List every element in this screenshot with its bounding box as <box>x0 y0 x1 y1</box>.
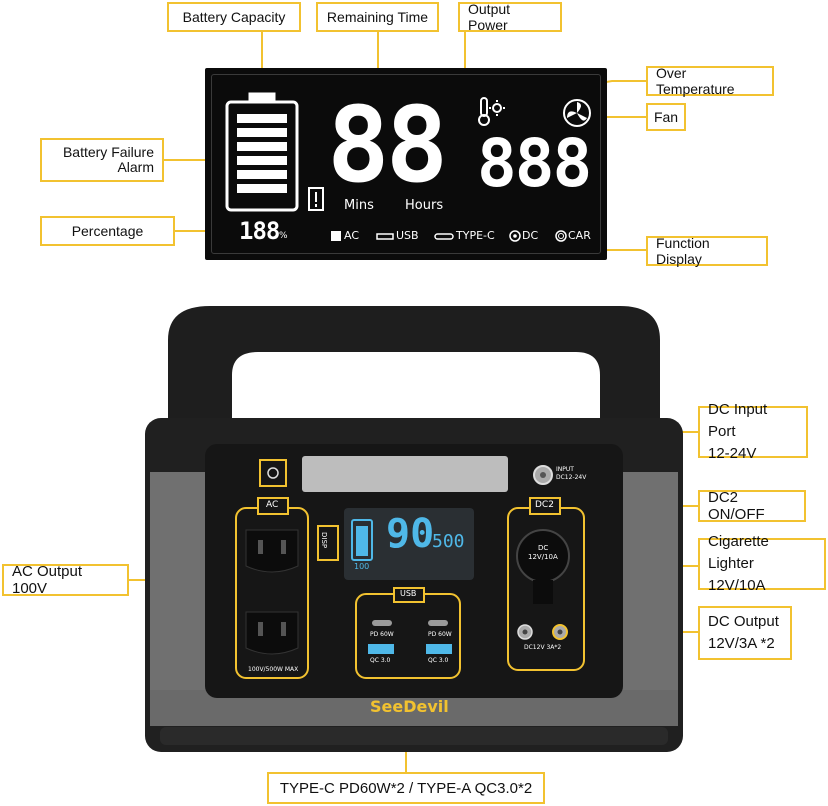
battery-capacity-text: Battery Capacity <box>182 9 286 25</box>
battery-failure-icon <box>308 187 324 211</box>
remaining-time-label: Remaining Time <box>316 2 439 32</box>
fan-label: Fan <box>646 103 686 131</box>
fan-icon <box>563 99 591 127</box>
dc-socket-label-2: 12V/10A <box>528 553 558 561</box>
input-label-2: DC12-24V <box>556 474 587 481</box>
screen-time: 90 <box>386 511 435 557</box>
dc-output-text-2: 12V/3A *2 <box>708 635 775 652</box>
lcd-inner-border <box>211 74 601 254</box>
dc-input-text-1: DC Input Port <box>708 401 768 440</box>
battery-failure-alarm-label: Battery Failure Alarm <box>40 138 164 182</box>
dc-input-port-label: DC Input Port 12-24V <box>698 401 808 462</box>
usb-icon <box>376 233 394 240</box>
dc2-onoff-text: DC2 ON/OFF <box>708 489 765 523</box>
dc-input-text-2: 12-24V <box>708 445 757 462</box>
power-digits: 888 <box>477 125 592 202</box>
qc-right-label: QC 3.0 <box>428 657 449 664</box>
cig-text-2: 12V/10A <box>708 577 766 594</box>
screen-pct: 100 <box>354 562 370 571</box>
qc-left-label: QC 3.0 <box>370 657 391 664</box>
function-display-label: Function Display <box>646 235 768 267</box>
dc-out-label: DC12V 3A*2 <box>524 644 562 651</box>
ac-button-label: AC <box>266 500 279 510</box>
dc2-onoff-label: DC2 ON/OFF <box>698 489 806 523</box>
brand-logo: SeeDevil <box>370 697 449 716</box>
ac-max-label: 100V/500W MAX <box>248 666 299 673</box>
ac-icon <box>331 231 341 241</box>
typec-text: TYPE-C <box>456 229 495 242</box>
car-text: CAR <box>568 229 591 242</box>
dc-socket-label-1: DC <box>538 544 549 552</box>
dc-icon <box>509 230 521 242</box>
over-temperature-label: Over Temperature <box>646 65 774 97</box>
dc-output-text-1: DC Output <box>708 613 779 630</box>
output-power-label: Output Power <box>458 1 562 33</box>
percentage-label: Percentage <box>40 216 175 246</box>
screen-power: 500 <box>432 531 465 552</box>
usb-output-text: TYPE-C PD60W*2 / TYPE-A QC3.0*2 <box>279 779 533 797</box>
battery-capacity-label: Battery Capacity <box>167 2 301 32</box>
dc-text: DC <box>522 229 539 242</box>
pd-left-label: PD 60W <box>370 631 394 638</box>
over-temperature-text: Over Temperature <box>656 65 735 97</box>
time-digits: 88 <box>327 84 448 206</box>
input-label-1: INPUT <box>556 466 574 473</box>
ac-text: AC <box>344 229 360 242</box>
percentage-text: Percentage <box>71 223 144 239</box>
battery-icon <box>225 92 299 212</box>
battery-failure-text-2: Alarm <box>117 159 154 175</box>
usb-output-label: TYPE-C PD60W*2 / TYPE-A QC3.0*2 <box>267 772 545 804</box>
battery-bars <box>237 114 287 193</box>
typec-icon <box>434 233 454 240</box>
function-display-text: Function Display <box>656 235 710 267</box>
output-power-text: Output Power <box>468 1 511 33</box>
cig-text-1: Cigarette Lighter <box>708 533 769 572</box>
car-icon <box>555 230 567 242</box>
usb-group-label: USB <box>400 589 417 598</box>
ac-output-label: AC Output 100V <box>2 563 129 597</box>
battery-failure-text-1: Battery Failure <box>62 144 154 160</box>
ac-output-text: AC Output 100V <box>12 563 83 597</box>
dc-output-label: DC Output 12V/3A *2 <box>698 606 792 660</box>
usb-text: USB <box>396 229 419 242</box>
disp-label: DISP <box>320 532 328 549</box>
hours-label: Hours <box>405 198 444 213</box>
lcd-display: 88 Mins Hours 888 188 % AC USB TYPE-C DC… <box>205 68 607 260</box>
thermometer-icon <box>478 97 505 126</box>
cigarette-lighter-label: Cigarette Lighter 12V/10A <box>698 533 826 594</box>
fan-text: Fan <box>653 109 679 125</box>
lcd-graphics <box>225 92 591 242</box>
pd-right-label: PD 60W <box>428 631 452 638</box>
percent-sign: % <box>279 231 288 241</box>
percent-digits: 188 <box>239 217 280 245</box>
mins-label: Mins <box>344 198 374 213</box>
remaining-time-text: Remaining Time <box>326 9 429 25</box>
dc2-button-label: DC2 <box>535 500 554 510</box>
